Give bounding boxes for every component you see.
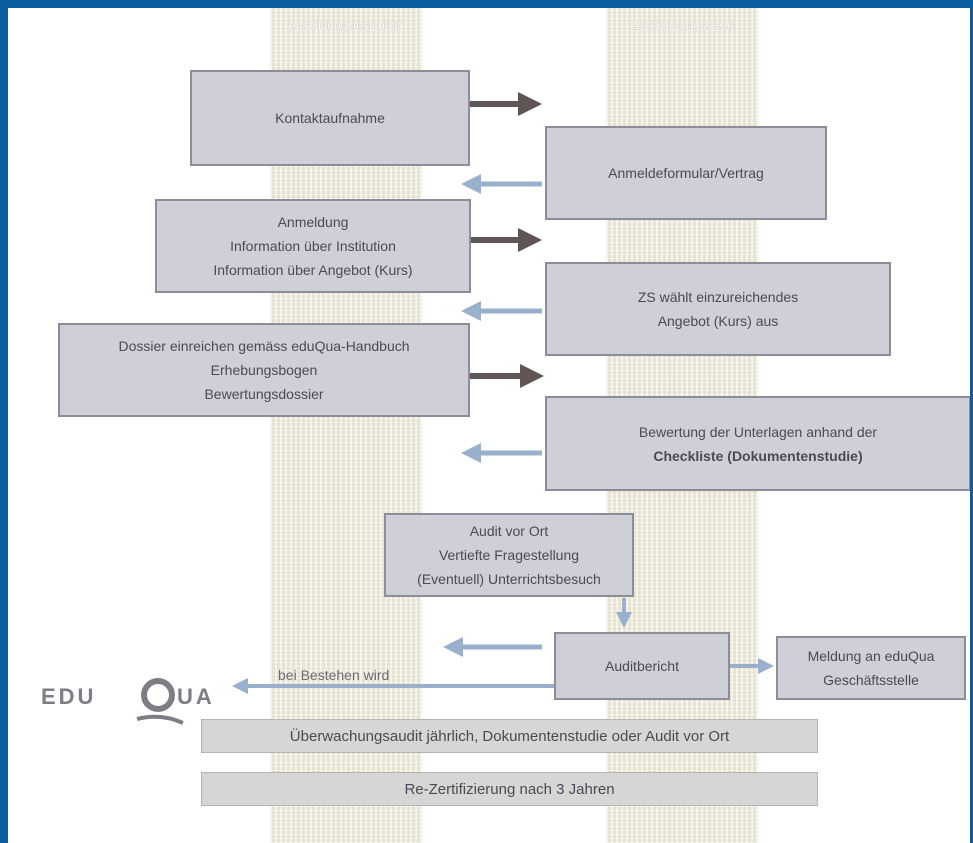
step-bewertung-unterlagen: Bewertung der Unterlagen anhand der Chec… [545, 396, 970, 491]
step-zs-waehlt-line-1: ZS wählt einzureichendes [637, 289, 799, 305]
step-bewertung-line-2: Checkliste (Dokumentenstudie) [653, 447, 863, 464]
step-anmeldung-line-3: Information über Angebot (Kurs) [213, 262, 413, 278]
step-re-zertifizierung-label: Re-Zertifizierung nach 3 Jahren [404, 780, 615, 798]
step-dossier-line-3: Bewertungsdossier [204, 386, 324, 402]
step-auditbericht-line-1: Auditbericht [605, 658, 679, 674]
step-bewertung-line-1: Bewertung der Unterlagen anhand der [638, 423, 878, 440]
step-anmeldung-line-1: Anmeldung [277, 214, 349, 230]
step-audit-line-2: Vertiefte Fragestellung [438, 547, 580, 563]
note-bei-bestehen: bei Bestehen wird [278, 667, 390, 683]
step-dossier-einreichen: Dossier einreichen gemäss eduQua-Handbuc… [58, 323, 470, 417]
step-anmeldeformular-line-1: Anmeldeformular/Vertrag [608, 165, 764, 181]
step-ueberwachungsaudit-label: Überwachungsaudit jährlich, Dokumentenst… [289, 727, 730, 745]
step-meldung-line-2: Geschäftsstelle [823, 672, 919, 688]
logo-q-ring [141, 678, 175, 712]
step-audit-vor-ort: Audit vor Ort Vertiefte Fragestellung (E… [384, 513, 634, 597]
step-anmeldung-line-2: Information über Institution [230, 238, 396, 254]
logo-prefix: EDU [41, 684, 96, 709]
step-audit-line-3: (Eventuell) Unterrichtsbesuch [417, 571, 601, 587]
eduqua-logo-mark: EDU UA [41, 678, 215, 725]
flowchart-canvas: Ausbildungsinstitution Zertifizierungsst… [8, 8, 970, 843]
step-re-zertifizierung: Re-Zertifizierung nach 3 Jahren [201, 772, 818, 806]
lane-title-certification-body: Zertifizierungsstelle [630, 18, 734, 32]
step-audit-line-1: Audit vor Ort [469, 523, 549, 539]
step-kontaktaufnahme: Kontaktaufnahme [190, 70, 470, 166]
step-zs-waehlt-angebot: ZS wählt einzureichendes Angebot (Kurs) … [545, 262, 891, 356]
step-meldung-line-1: Meldung an eduQua [807, 648, 935, 664]
eduqua-logo: EDU UA [41, 673, 231, 733]
logo-suffix: UA [177, 684, 215, 709]
step-kontaktaufnahme-line-1: Kontaktaufnahme [275, 110, 385, 126]
step-dossier-line-1: Dossier einreichen gemäss eduQua-Handbuc… [118, 338, 410, 354]
step-zs-waehlt-line-2: Angebot (Kurs) aus [657, 313, 779, 329]
step-ueberwachungsaudit: Überwachungsaudit jährlich, Dokumentenst… [201, 719, 818, 753]
step-auditbericht: Auditbericht [554, 632, 730, 700]
step-anmeldung: Anmeldung Information über Institution I… [155, 199, 471, 293]
logo-q-swoosh [136, 714, 184, 725]
step-dossier-line-2: Erhebungsbogen [210, 362, 318, 378]
lane-title-institution: Ausbildungsinstitution [287, 18, 405, 32]
step-anmeldeformular: Anmeldeformular/Vertrag [545, 126, 827, 220]
step-meldung-geschaeftsstelle: Meldung an eduQua Geschäftsstelle [776, 636, 966, 700]
